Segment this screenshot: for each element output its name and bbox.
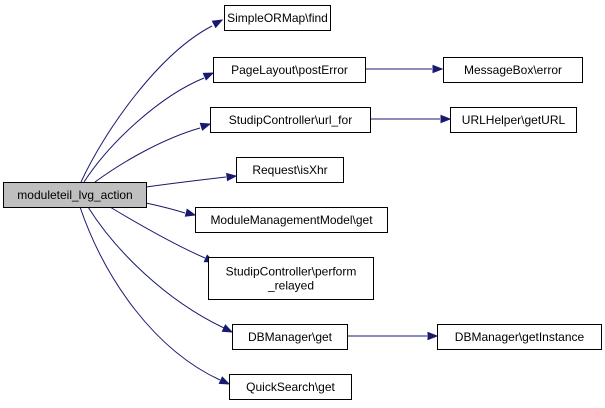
node-box[interactable] — [3, 182, 147, 208]
node-label: QuickSearch\get — [246, 380, 335, 394]
node-label: PageLayout\postError — [231, 63, 348, 77]
arrowhead-icon — [427, 331, 439, 341]
node-isXhr[interactable]: Request\isXhr — [236, 157, 344, 183]
edge-line — [87, 206, 225, 329]
node-box[interactable] — [210, 107, 371, 133]
node-box[interactable] — [232, 324, 348, 350]
node-box[interactable] — [224, 5, 331, 31]
node-box[interactable] — [437, 324, 602, 350]
arrowhead-icon — [184, 208, 197, 217]
edge-root-to-urlFor — [94, 122, 212, 183]
arrowhead-icon — [211, 19, 224, 29]
edge-line — [79, 206, 221, 381]
edge-urlFor-to-getURL — [370, 114, 452, 124]
arrowhead-icon — [202, 72, 215, 81]
arrowhead-icon — [218, 376, 231, 385]
edge-root-to-find — [80, 19, 224, 183]
node-label: ModuleManagementModel\get — [210, 213, 373, 227]
node-label: SimpleORMap\find — [227, 11, 328, 25]
arrowhead-icon — [199, 122, 212, 131]
node-perform[interactable]: StudipController\perform_relayed — [208, 257, 374, 300]
node-box[interactable] — [195, 207, 388, 233]
node-box[interactable] — [213, 57, 366, 83]
edge-line — [94, 127, 201, 183]
edge-postError-to-msgError — [365, 64, 444, 74]
edge-line — [109, 206, 206, 259]
node-find[interactable]: SimpleORMap\find — [224, 5, 331, 31]
edge-root-to-dbGet — [87, 206, 234, 333]
node-qsGet[interactable]: QuickSearch\get — [229, 374, 352, 400]
node-box[interactable] — [236, 157, 344, 183]
node-dbInst[interactable]: DBManager\getInstance — [437, 324, 602, 350]
edge-line — [80, 25, 213, 183]
node-msgError[interactable]: MessageBox\error — [443, 57, 583, 83]
arrowhead-icon — [221, 324, 234, 333]
arrowhead-icon — [432, 64, 444, 74]
node-root[interactable]: moduleteil_lvg_action — [3, 182, 147, 208]
node-postError[interactable]: PageLayout\postError — [213, 57, 366, 83]
node-label: StudipController\url_for — [229, 113, 352, 127]
node-label: Request\isXhr — [252, 163, 327, 177]
edge-root-to-postError — [83, 72, 215, 183]
node-label: DBManager\getInstance — [455, 330, 585, 344]
node-label: DBManager\get — [248, 330, 333, 344]
nodes-layer: moduleteil_lvg_action SimpleORMap\findPag… — [3, 5, 602, 400]
node-urlFor[interactable]: StudipController\url_for — [210, 107, 371, 133]
node-box[interactable] — [443, 57, 583, 83]
node-mmmGet[interactable]: ModuleManagementModel\get — [195, 207, 388, 233]
node-label: URLHelper\getURL — [462, 113, 566, 127]
node-getURL[interactable]: URLHelper\getURL — [450, 107, 577, 133]
node-label: moduleteil_lvg_action — [17, 188, 132, 202]
node-label: MessageBox\error — [464, 63, 562, 77]
edge-root-to-isXhr — [145, 172, 238, 188]
edge-line — [83, 77, 205, 183]
node-box[interactable] — [450, 107, 577, 133]
edge-dbGet-to-dbInst — [347, 331, 439, 341]
node-box[interactable] — [229, 374, 352, 400]
edge-root-to-mmmGet — [145, 202, 197, 217]
node-box[interactable] — [208, 257, 374, 300]
arrowhead-icon — [440, 114, 452, 124]
node-label: StudipController\perform — [226, 265, 357, 279]
edge-line — [145, 176, 227, 188]
arrowhead-icon — [226, 172, 238, 182]
node-dbGet[interactable]: DBManager\get — [232, 324, 348, 350]
node-label: _relayed — [267, 279, 314, 293]
edge-line — [145, 202, 186, 214]
edge-root-to-qsGet — [79, 206, 231, 385]
